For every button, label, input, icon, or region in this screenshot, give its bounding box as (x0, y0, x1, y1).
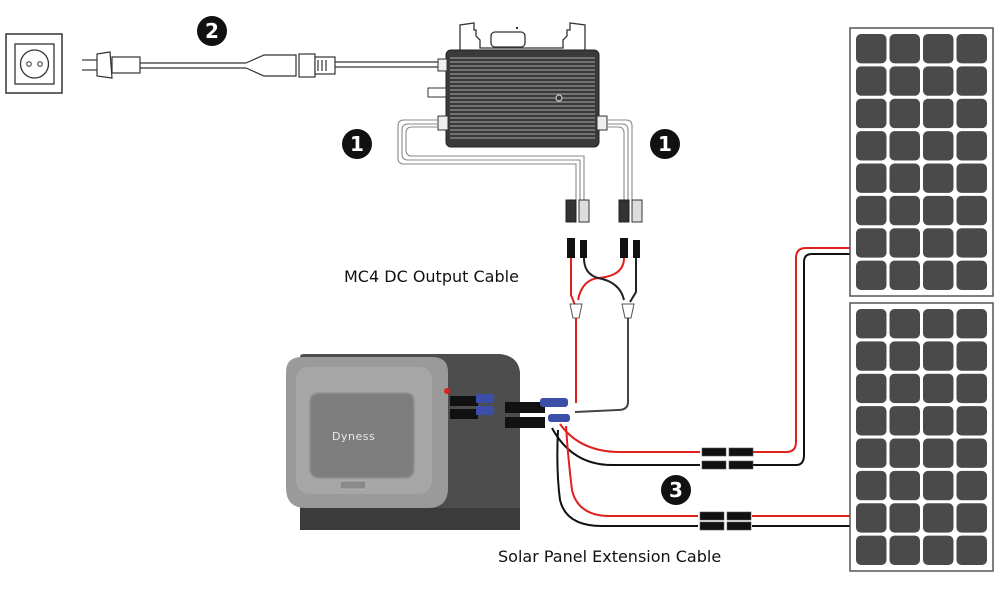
extension-cable-top (551, 247, 850, 466)
solar-cell (889, 260, 920, 290)
solar-cell (956, 260, 987, 290)
solar-cell (923, 341, 954, 371)
solar-cell (856, 34, 887, 64)
solar-cell (956, 470, 987, 501)
badge-number: 1 (658, 132, 672, 156)
mc4-connectors-inverter (565, 199, 643, 258)
solar-cell (889, 98, 920, 129)
solar-cell (889, 341, 920, 371)
solar-cell (856, 373, 887, 404)
solar-cell (956, 66, 987, 96)
solar-panel-bottom (849, 302, 994, 572)
solar-cell (923, 195, 954, 226)
solar-cell (856, 260, 887, 290)
solar-cell (889, 228, 920, 258)
solar-panel-top (849, 27, 994, 297)
solar-cell (923, 503, 954, 533)
solar-cell (856, 535, 887, 565)
mc4-cable-label: MC4 DC Output Cable (344, 267, 519, 286)
mc4-extension-connectors (699, 447, 754, 531)
solar-cell (923, 438, 954, 468)
solar-cell (956, 34, 987, 64)
solar-cell (956, 131, 987, 161)
solar-cell (856, 406, 887, 436)
solar-cell (856, 309, 887, 339)
solar-cell (956, 406, 987, 436)
solar-cell (956, 373, 987, 404)
solar-cell (923, 373, 954, 404)
wall-socket (5, 33, 63, 94)
solar-cell (923, 470, 954, 501)
solar-cell (889, 131, 920, 161)
solar-cell (923, 406, 954, 436)
badge-ac-cable: 2 (197, 16, 227, 46)
solar-cell (889, 470, 920, 501)
solar-cell (956, 163, 987, 193)
solar-cell (956, 341, 987, 371)
extension-cable-label: Solar Panel Extension Cable (498, 547, 721, 566)
solar-cell (923, 131, 954, 161)
solar-cell (889, 535, 920, 565)
solar-cell (856, 503, 887, 533)
solar-cell (889, 163, 920, 193)
solar-cell (956, 228, 987, 258)
solar-cell (889, 34, 920, 64)
extension-cable-bottom (556, 425, 850, 527)
mc4-dc-output-cable (569, 257, 637, 413)
solar-cell (856, 195, 887, 226)
solar-cell (856, 341, 887, 371)
solar-cell (923, 309, 954, 339)
solar-cell (923, 163, 954, 193)
solar-cell (923, 34, 954, 64)
solar-cell (856, 131, 887, 161)
solar-cell (889, 373, 920, 404)
badge-number: 1 (350, 132, 364, 156)
solar-cell (923, 535, 954, 565)
solar-cell (889, 406, 920, 436)
solar-cell (856, 438, 887, 468)
solar-cell (889, 66, 920, 96)
battery: Dyness (286, 354, 570, 530)
solar-cell (889, 195, 920, 226)
solar-cell (856, 98, 887, 129)
solar-cell (856, 228, 887, 258)
solar-cell (856, 470, 887, 501)
badge-extension-cable: 3 (661, 475, 691, 505)
solar-cell (889, 309, 920, 339)
solar-cell (956, 503, 987, 533)
solar-cell (923, 260, 954, 290)
ac-cable (82, 51, 438, 79)
solar-cell (923, 66, 954, 96)
solar-cell (956, 195, 987, 226)
solar-cell (889, 438, 920, 468)
solar-cell (856, 66, 887, 96)
micro-inverter (427, 22, 608, 148)
solar-cell (956, 98, 987, 129)
badge-inverter-input-left: 1 (342, 129, 372, 159)
solar-cell (923, 98, 954, 129)
solar-cell (956, 438, 987, 468)
badge-number: 2 (205, 19, 219, 43)
solar-cell (889, 503, 920, 533)
battery-brand: Dyness (332, 430, 375, 443)
badge-number: 3 (669, 478, 683, 502)
solar-cell (856, 163, 887, 193)
solar-cell (923, 228, 954, 258)
solar-cell (956, 309, 987, 339)
inverter-dc-cables (397, 119, 633, 200)
badge-inverter-input-right: 1 (650, 129, 680, 159)
solar-cell (956, 535, 987, 565)
